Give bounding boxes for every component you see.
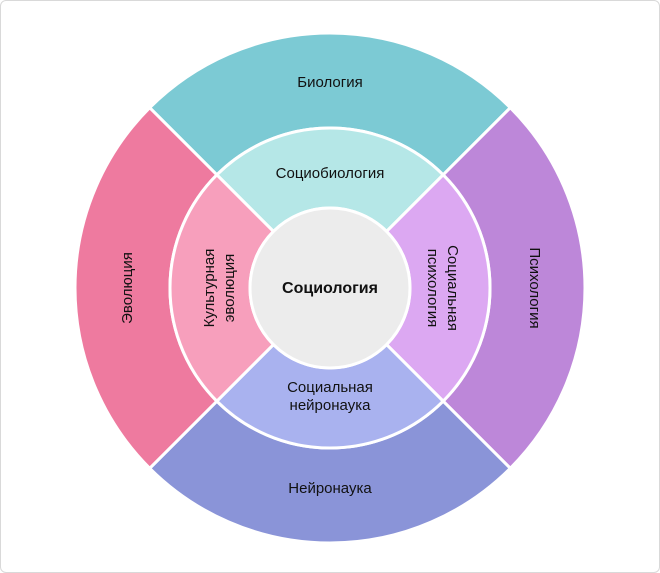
label-social-psychology-line2: психология (424, 249, 441, 328)
label-social-neuroscience-line1: Социальная (287, 379, 373, 396)
center-circle (248, 206, 412, 370)
label-psychology: Психология (526, 247, 543, 328)
label-sociobiology: Социобиология (276, 165, 385, 182)
label-neuroscience: Нейронаука (288, 480, 372, 497)
label-sociology: Социология (282, 280, 378, 297)
label-social-neuroscience-line2: нейронаука (290, 397, 372, 414)
label-social-psychology-line1: Социальная (444, 245, 461, 331)
label-evolution: Эволюция (119, 252, 136, 324)
label-cultural-evolution-line1: Культурная (201, 249, 218, 328)
label-biology: Биология (297, 74, 362, 91)
label-cultural-evolution-line2: эволюция (221, 254, 238, 323)
